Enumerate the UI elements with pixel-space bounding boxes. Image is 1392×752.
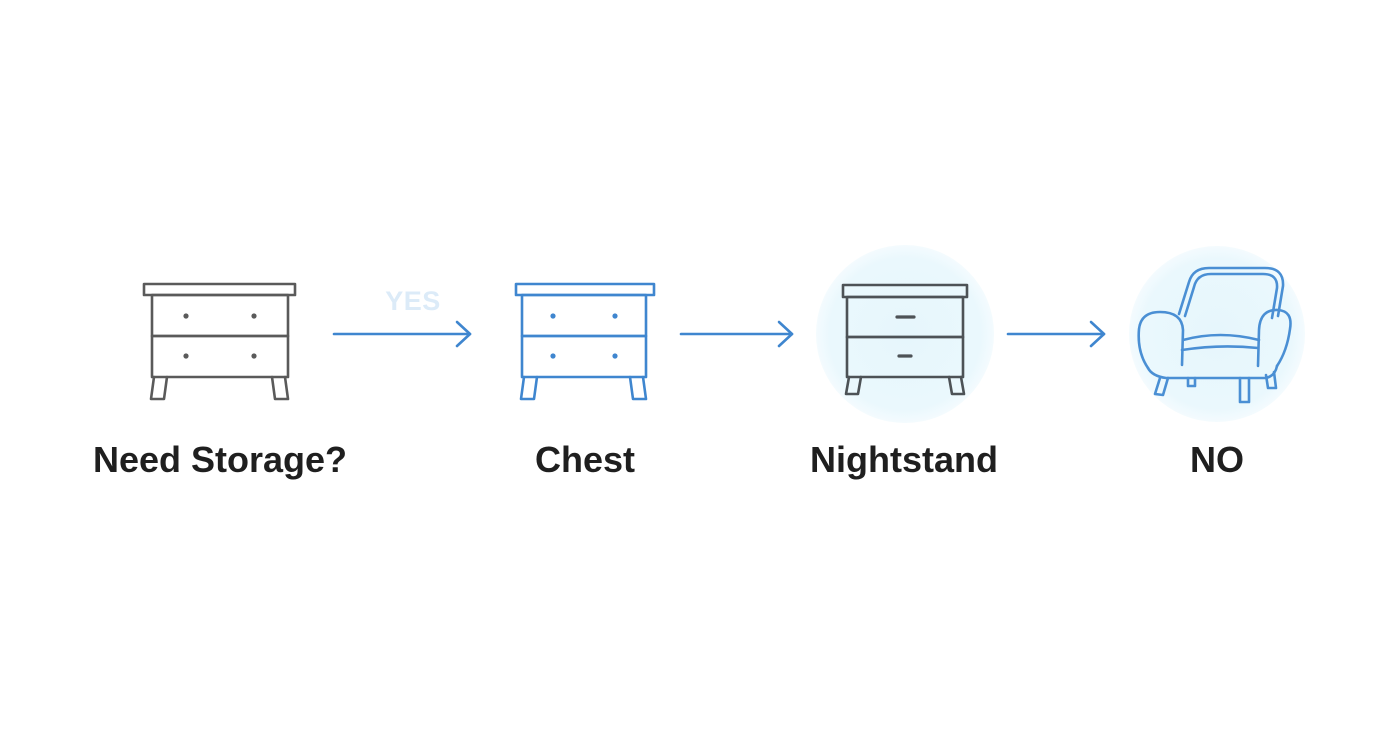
dresser-icon (142, 282, 297, 401)
arrow-1 (332, 320, 472, 348)
node-label-need-storage: Need Storage? (92, 439, 348, 480)
armchair-icon (1137, 266, 1292, 404)
arrow-3 (1006, 320, 1106, 348)
node-label-no: NO (1190, 439, 1244, 480)
nightstand-icon (841, 283, 969, 396)
node-label-chest: Chest (534, 439, 636, 480)
arrow-2 (679, 320, 794, 348)
nightstand-halo (816, 245, 994, 423)
edge-label-yes: YES (385, 286, 441, 316)
node-label-nightstand: Nightstand (810, 439, 998, 480)
chest-icon (514, 282, 656, 401)
